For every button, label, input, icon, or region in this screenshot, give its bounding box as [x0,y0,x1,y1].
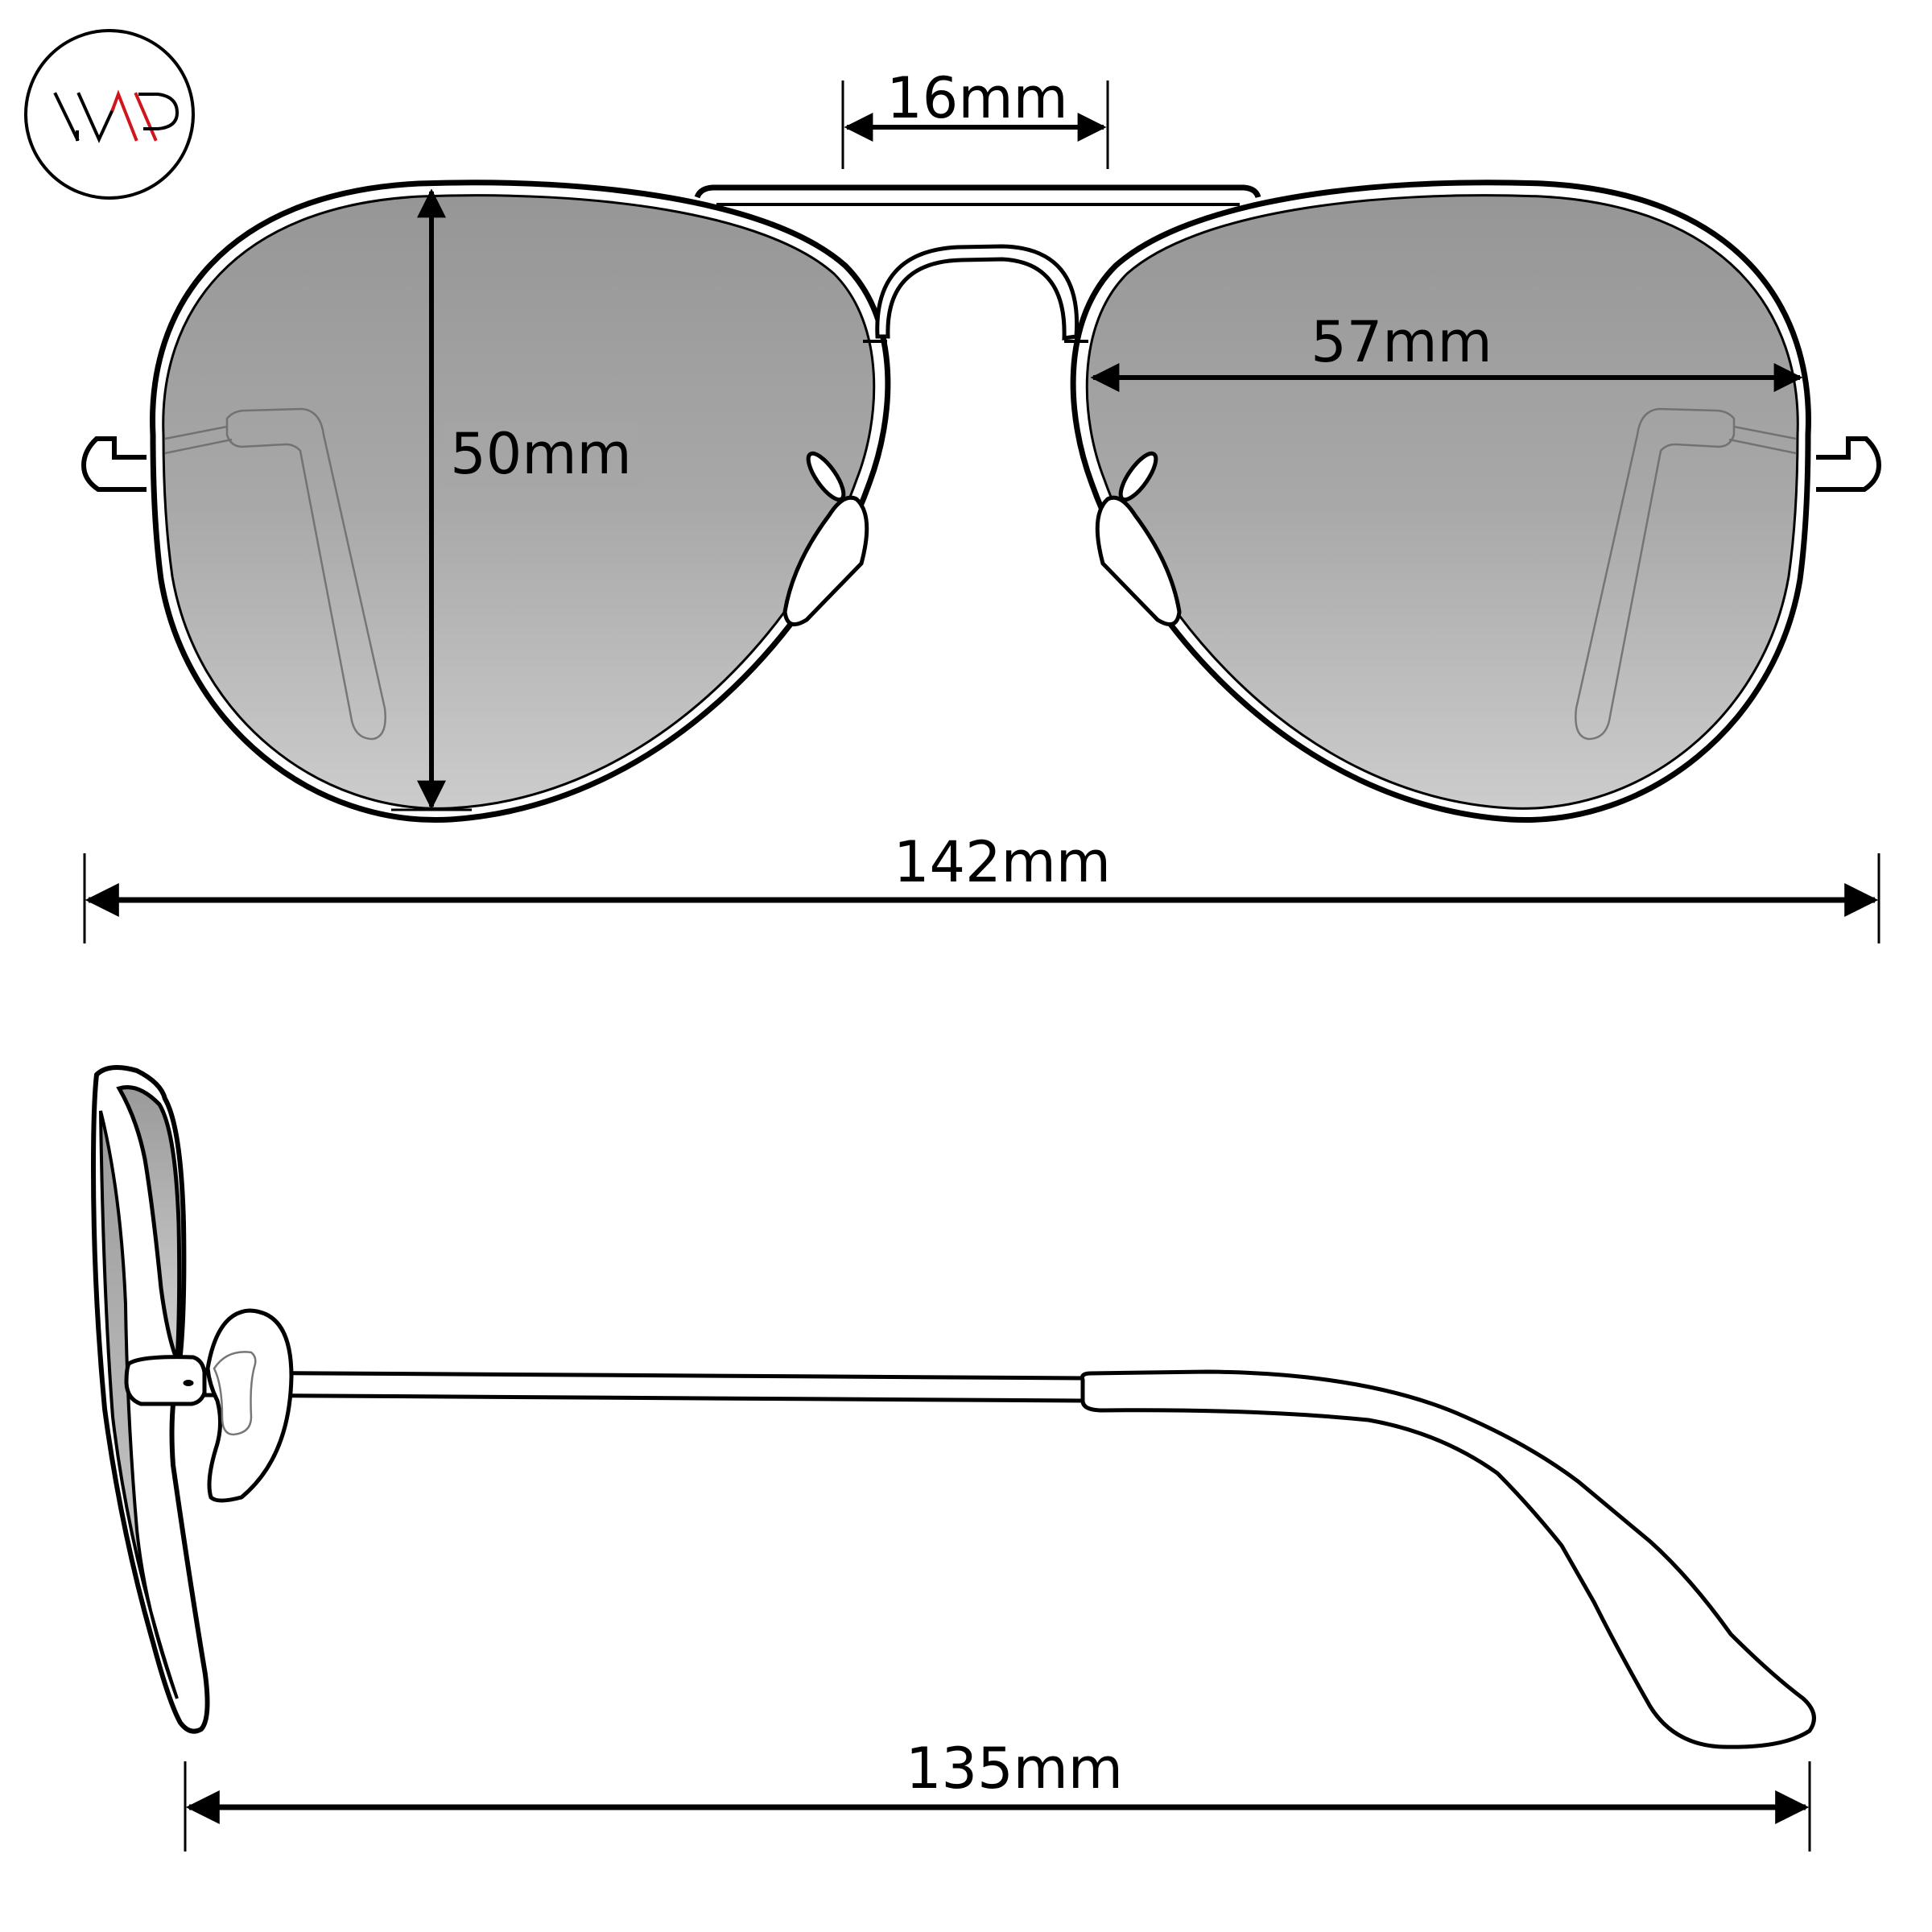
temple-length-dimension [184,1761,1811,1852]
right-nose-pad [1095,451,1182,627]
brand-logo [23,27,196,201]
bridge-width-dimension [841,80,1109,169]
nose-bridge [863,244,1088,343]
left-lens [150,180,891,824]
right-hinge [1816,436,1882,492]
brow-bar [694,184,1261,206]
wmp-logo-icon [24,29,195,200]
lens-height-dimension [391,188,472,811]
temple-arm [195,1369,1816,1749]
lens-width-label: 57mm [1311,309,1492,375]
right-lens [1070,180,1811,824]
temple-length-label: 135mm [906,1736,1123,1802]
lens-height-label: 50mm [442,421,640,487]
side-nose-pad [205,1308,294,1503]
left-ghost-temple [164,407,386,741]
frame-width-dimension [83,853,1880,943]
left-nose-pad [782,451,869,627]
frame-width-label: 142mm [894,829,1111,895]
left-hinge [80,436,147,492]
right-ghost-temple [1575,407,1797,741]
side-hinge [124,1355,207,1406]
side-view [90,1065,1816,1852]
front-view [80,80,1882,943]
bridge-width-label: 16mm [886,65,1068,131]
